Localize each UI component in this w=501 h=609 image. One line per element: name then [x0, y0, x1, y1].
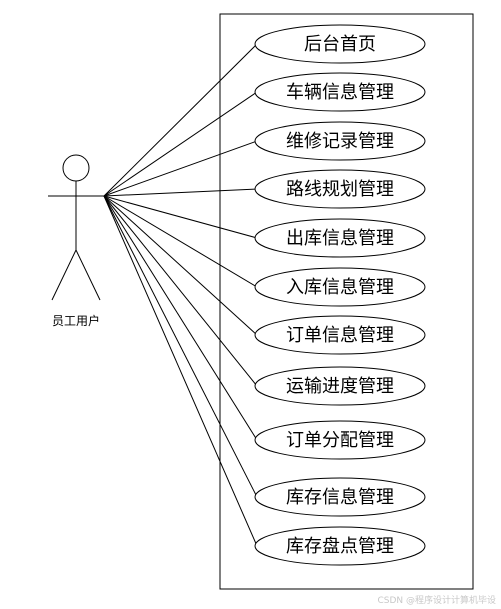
use-case-ellipse	[254, 526, 426, 566]
use-case-label: 库存盘点管理	[286, 536, 394, 557]
use-case-label: 车辆信息管理	[286, 82, 394, 103]
association-line	[103, 195, 258, 387]
use-case: 路线规划管理	[254, 169, 426, 209]
association-line	[103, 195, 258, 288]
use-case-ellipse	[254, 420, 426, 460]
use-case: 运输进度管理	[254, 366, 426, 406]
association-lines	[103, 43, 258, 547]
use-case-ellipse	[254, 366, 426, 406]
use-case: 入库信息管理	[254, 267, 426, 307]
use-case-label: 入库信息管理	[286, 277, 394, 298]
association-line	[103, 188, 258, 197]
use-case: 车辆信息管理	[254, 72, 426, 112]
use-case-label: 运输进度管理	[286, 376, 394, 397]
association-line	[103, 140, 258, 197]
use-case: 库存盘点管理	[254, 526, 426, 566]
use-case: 订单信息管理	[254, 315, 426, 355]
actor-head	[62, 154, 90, 182]
association-line	[103, 195, 258, 498]
use-case-label: 出库信息管理	[286, 228, 394, 249]
use-case: 出库信息管理	[254, 218, 426, 258]
use-case-ellipse	[254, 72, 426, 112]
use-case-label: 订单信息管理	[286, 325, 394, 346]
association-line	[103, 91, 258, 197]
use-case-ellipse	[254, 169, 426, 209]
association-line	[103, 195, 258, 547]
actor-left-leg	[51, 249, 77, 301]
use-case-label: 后台首页	[304, 34, 376, 55]
actor-right-leg	[75, 249, 101, 301]
actor-label: 员工用户	[52, 313, 100, 328]
use-case: 后台首页	[254, 24, 426, 64]
use-case-ellipse	[254, 477, 426, 517]
use-case-ellipse	[254, 121, 426, 161]
use-case: 维修记录管理	[254, 121, 426, 161]
use-case-ellipse	[254, 218, 426, 258]
actor-employee: 员工用户	[48, 154, 104, 328]
association-line	[103, 43, 258, 197]
use-case-ellipse	[254, 24, 426, 64]
watermark: CSDN @程序设计计算机毕设	[377, 594, 496, 606]
use-case-label: 路线规划管理	[286, 179, 394, 200]
association-line	[103, 195, 258, 239]
use-case-label: 库存信息管理	[286, 487, 394, 508]
use-case-list: 后台首页车辆信息管理维修记录管理路线规划管理出库信息管理入库信息管理订单信息管理…	[254, 24, 426, 566]
use-case: 订单分配管理	[254, 420, 426, 460]
use-case-label: 维修记录管理	[286, 131, 394, 152]
association-line	[103, 195, 258, 336]
use-case-ellipse	[254, 315, 426, 355]
use-case-label: 订单分配管理	[286, 430, 394, 451]
use-case-ellipse	[254, 267, 426, 307]
association-line	[103, 195, 258, 441]
use-case: 库存信息管理	[254, 477, 426, 517]
